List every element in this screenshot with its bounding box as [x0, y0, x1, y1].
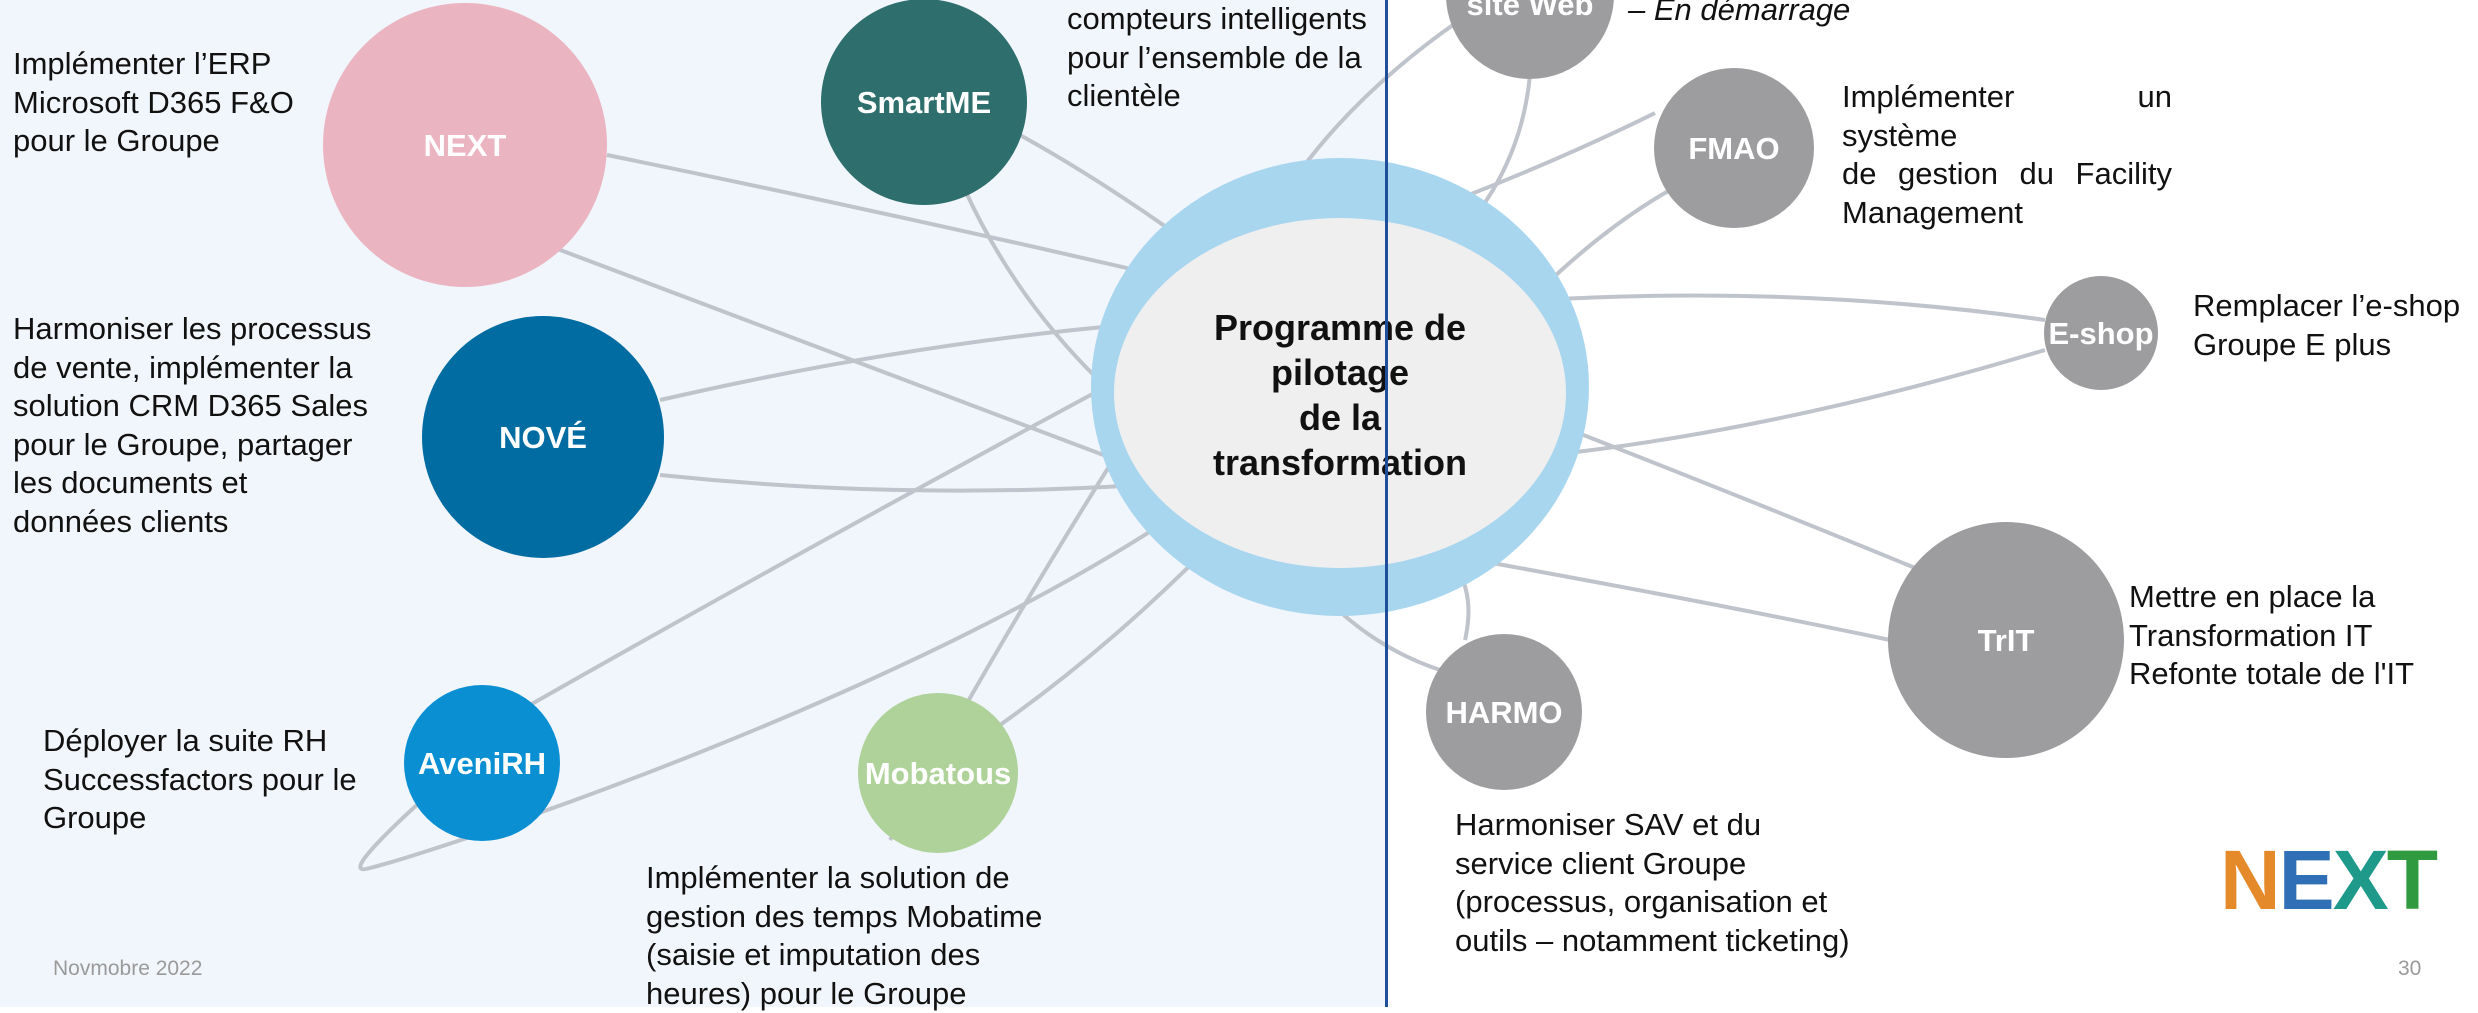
connector-line [1550, 350, 2045, 455]
page-number: 30 [2398, 957, 2421, 981]
fmao-description-line: Management [1842, 194, 2172, 233]
avenirh-description-line: Déployer la suite RH [43, 722, 357, 761]
connector-line [1540, 296, 2045, 321]
eshop-description-line: Groupe E plus [2193, 326, 2460, 365]
connector-line [660, 325, 1125, 400]
smartme-description-line: pour l’ensemble de la [1067, 39, 1367, 78]
nove-description-line: pour le Groupe, partager [13, 426, 371, 465]
smartme-description-line: compteurs intelligents [1067, 0, 1367, 39]
avenirh-description-line: Successfactors pour le [43, 761, 357, 800]
trit-description-line: Mettre en place la [2129, 578, 2414, 617]
siteweb-description-line: – En démarrage [1628, 0, 1850, 30]
smartme-label: SmartME [857, 85, 991, 120]
harmo-description-line: Harmoniser SAV et du [1455, 806, 1850, 845]
next-description-line: Microsoft D365 F&O [13, 84, 294, 123]
next-description-line: Implémenter l’ERP [13, 45, 294, 84]
center-hub-label-line: pilotage [1271, 352, 1409, 393]
nove-description-line: Harmoniser les processus [13, 310, 371, 349]
harmo-label: HARMO [1445, 695, 1562, 730]
trit-description-line: Refonte totale de l'IT [2129, 655, 2414, 694]
siteweb-description: – En démarrage [1628, 0, 1850, 30]
logo-letter: T [2387, 838, 2436, 922]
smartme-description-line: clientèle [1067, 77, 1367, 116]
avenirh-description-line: Groupe [43, 799, 357, 838]
center-hub-label-line: Programme de [1214, 307, 1466, 348]
avenirh-label: AveniRH [418, 746, 546, 781]
connector-line [660, 475, 1140, 491]
logo-letter: N [2220, 838, 2279, 922]
harmo-description-line: outils – notamment ticketing) [1455, 922, 1850, 961]
mobatous-description-line: (saisie et imputation des [646, 936, 1042, 975]
siteweb-label: site Web [1467, 0, 1594, 22]
harmo-description-line: service client Groupe [1455, 845, 1850, 884]
fmao-label: FMAO [1688, 131, 1779, 166]
center-hub-label-line: de la [1299, 397, 1382, 438]
eshop-label: E-shop [2048, 316, 2153, 351]
trit-description-line: Transformation IT [2129, 617, 2414, 656]
next-label: NEXT [424, 128, 507, 163]
connector-line [1545, 420, 1920, 570]
fmao-description-line: de gestion du Facility [1842, 155, 2172, 194]
center-hub-label-line: transformation [1213, 442, 1467, 483]
next-logo: NEXT [2220, 838, 2436, 922]
logo-letter: E [2279, 838, 2333, 922]
nove-description-line: de vente, implémenter la [13, 349, 371, 388]
center-hub [1114, 218, 1566, 568]
next-description-line: pour le Groupe [13, 122, 294, 161]
divider-line [1385, 0, 1388, 1007]
mobatous-label: Mobatous [865, 756, 1011, 791]
mobatous-description-line: heures) pour le Groupe [646, 975, 1042, 1013]
fmao-description-line: Implémenter un système [1842, 78, 2172, 155]
eshop-description-line: Remplacer l’e-shop [2193, 287, 2460, 326]
mobatous-description-line: gestion des temps Mobatime [646, 898, 1042, 937]
trit-label: TrIT [1978, 623, 2035, 658]
nove-description-line: solution CRM D365 Sales [13, 387, 371, 426]
footer-date: Novmobre 2022 [53, 957, 202, 981]
nove-description-line: données clients [13, 503, 371, 542]
nove-label: NOVÉ [499, 420, 587, 455]
harmo-description-line: (processus, organisation et [1455, 883, 1850, 922]
mobatous-description-line: Implémenter la solution de [646, 859, 1042, 898]
logo-letter: X [2333, 838, 2387, 922]
nove-description-line: les documents et [13, 464, 371, 503]
